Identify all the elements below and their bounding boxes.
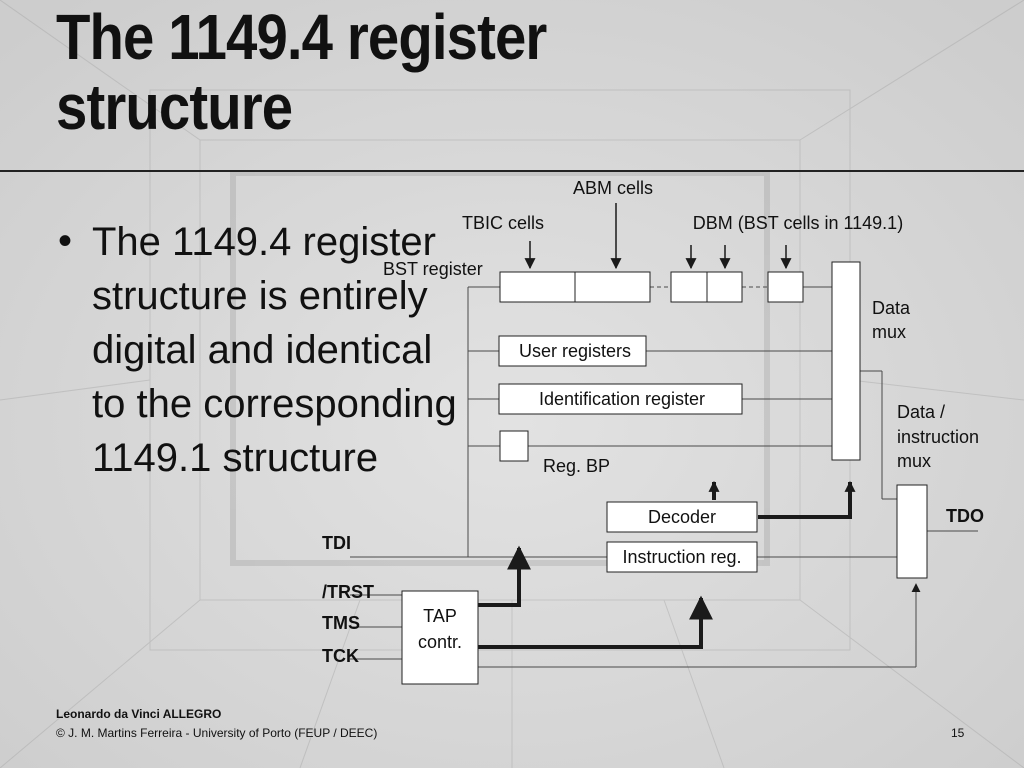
tdi-label: TDI <box>322 533 351 553</box>
tbic-cells-label: TBIC cells <box>462 213 544 233</box>
data-instruction-mux-box <box>896 484 928 579</box>
di-mux-label-2: instruction <box>897 427 979 447</box>
di-mux-label-1: Data / <box>897 402 945 422</box>
tap-controller-box <box>401 590 479 685</box>
abm-cells-label: ABM cells <box>573 178 653 198</box>
di-mux-label-3: mux <box>897 451 931 471</box>
tdo-label: TDO <box>946 506 984 526</box>
title-line-1: The 1149.4 register <box>56 1 547 73</box>
title-divider <box>0 170 1024 172</box>
instruction-reg-box <box>606 541 758 573</box>
tbic-cell-box <box>499 271 576 303</box>
identification-register-label: Identification register <box>539 389 705 409</box>
dbm-cell-box-1 <box>670 271 708 303</box>
data-mux-label-1: Data <box>872 298 911 318</box>
footer-copyright: © J. M. Martins Ferreira - University of… <box>56 726 378 740</box>
tap-label-1: TAP <box>423 606 457 626</box>
tap-label-2: contr. <box>418 632 462 652</box>
trst-label: /TRST <box>322 582 374 602</box>
title-line-2: structure <box>56 71 293 143</box>
data-mux-label-2: mux <box>872 322 906 342</box>
tck-label: TCK <box>322 646 359 666</box>
reg-bp-label: Reg. BP <box>543 456 610 476</box>
dbm-cells-label: DBM (BST cells in 1149.1) <box>693 213 903 233</box>
decoder-box <box>606 501 758 533</box>
dbm-cell-box-2 <box>706 271 743 303</box>
slide-title: The 1149.4 register structure <box>56 1 547 143</box>
bypass-register-box <box>499 430 529 462</box>
user-registers-box <box>498 335 647 367</box>
user-registers-label: User registers <box>519 341 631 361</box>
tms-label: TMS <box>322 613 360 633</box>
bullet-marker: • <box>58 219 73 263</box>
dbm-cell-box-3 <box>767 271 804 303</box>
data-mux-box <box>831 261 861 461</box>
bst-register-label: BST register <box>383 259 483 279</box>
identification-register-box <box>498 383 743 415</box>
instruction-reg-label: Instruction reg. <box>622 547 741 567</box>
footer-project: Leonardo da Vinci ALLEGRO <box>56 707 222 721</box>
bullet-text: The 1149.4 register structure is entirel… <box>92 220 457 480</box>
decoder-label: Decoder <box>648 507 716 527</box>
abm-cell-box <box>574 271 651 303</box>
page-number: 15 <box>951 726 965 740</box>
